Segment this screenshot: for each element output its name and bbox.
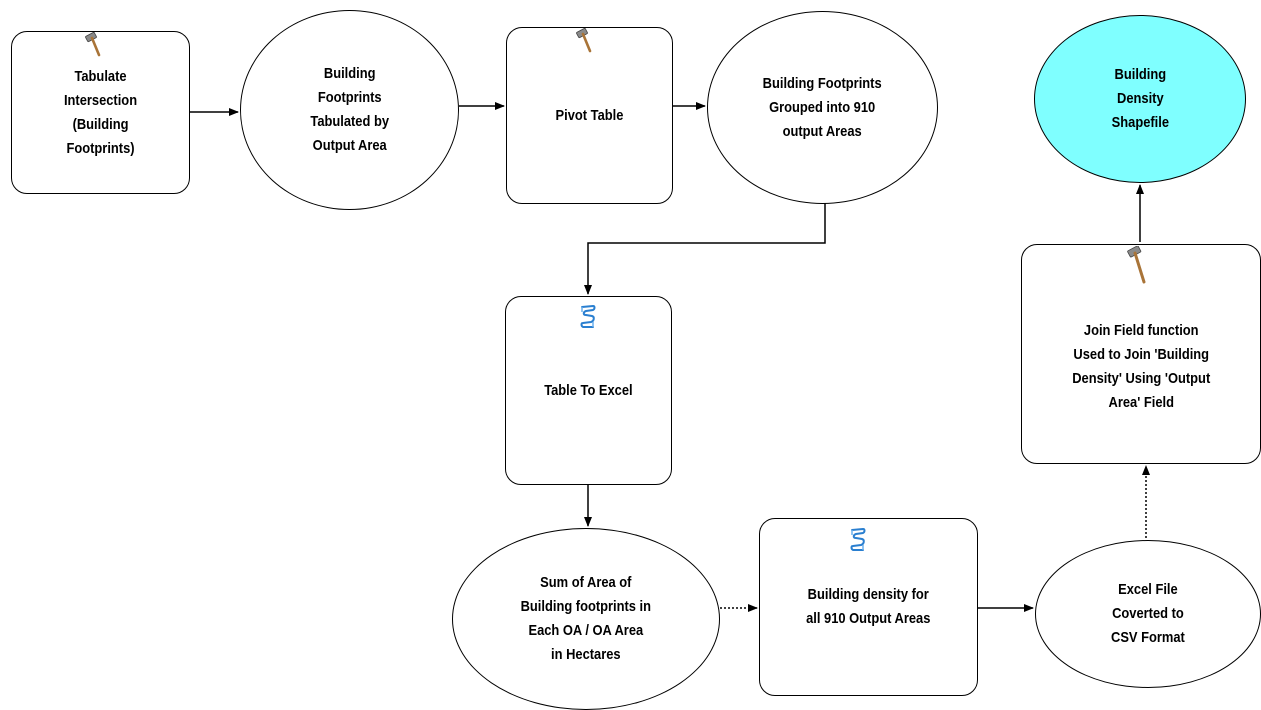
sum-of-area-label: Sum of Area of Building footprints in Ea… — [520, 574, 652, 663]
pivot-table-label: Pivot Table — [555, 106, 624, 124]
footprints-grouped-output[interactable]: Building Footprints Grouped into 910 out… — [707, 11, 938, 204]
table-to-excel-label: Table To Excel — [544, 381, 633, 399]
sum-of-area-output[interactable]: Sum of Area of Building footprints in Ea… — [452, 528, 720, 710]
footprints-tabulated-output[interactable]: Building Footprints Tabulated by Output … — [240, 10, 459, 210]
footprints-tabulated-label: Building Footprints Tabulated by Output … — [310, 65, 389, 154]
hammer-icon — [85, 32, 101, 57]
density-shapefile-label: Building Density Shapefile — [1111, 66, 1169, 131]
connector-grouped-to-table-excel — [584, 203, 826, 295]
tabulate-intersection-label: Tabulate Intersection (Building Footprin… — [63, 67, 138, 157]
tabulate-intersection-tool[interactable]: Tabulate Intersection (Building Footprin… — [11, 31, 190, 194]
density-shapefile-output[interactable]: Building Density Shapefile — [1034, 15, 1246, 183]
hammer-icon — [1127, 246, 1146, 284]
script-icon — [580, 304, 596, 328]
footprints-grouped-label: Building Footprints Grouped into 910 out… — [763, 74, 882, 140]
script-icon — [850, 527, 866, 551]
join-field-tool[interactable]: Join Field function Used to Join 'Buildi… — [1021, 244, 1261, 464]
pivot-table-tool[interactable]: Pivot Table — [506, 27, 673, 204]
building-density-tool[interactable]: Building density for all 910 Output Area… — [759, 518, 978, 696]
join-field-label: Join Field function Used to Join 'Buildi… — [1071, 322, 1211, 411]
building-density-label: Building density for all 910 Output Area… — [806, 586, 931, 627]
excel-to-csv-output[interactable]: Excel File Coverted to CSV Format — [1035, 540, 1261, 688]
excel-to-csv-label: Excel File Coverted to CSV Format — [1111, 581, 1185, 646]
hammer-icon — [576, 28, 592, 53]
